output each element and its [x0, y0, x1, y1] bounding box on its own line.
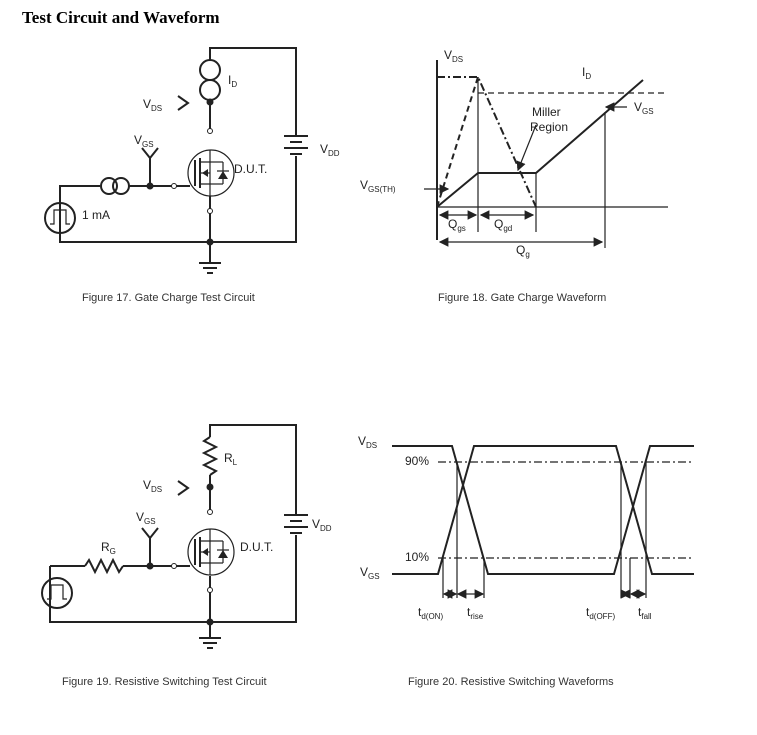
figure-17-gate-charge-circuit: ID VDS VGS VDD D.U.T. 1 mA Figure 17. Ga…	[44, 47, 340, 304]
mosfet-dut-icon	[187, 149, 235, 197]
tdoff-label: td(OFF)	[586, 605, 615, 621]
figure-18-caption: Figure 18. Gate Charge Waveform	[438, 292, 606, 304]
rg-label: RG	[101, 540, 116, 556]
qgs-label: Qgs	[448, 217, 466, 233]
gate-current-source-icon	[100, 177, 130, 195]
vgs-label: VGS	[360, 565, 380, 581]
rl-label: RL	[224, 451, 238, 467]
figure-19-caption: Figure 19. Resistive Switching Test Circ…	[62, 676, 267, 688]
source-current-label: 1 mA	[82, 208, 110, 222]
vds-label: VDS	[143, 478, 162, 494]
page-title: Test Circuit and Waveform	[22, 8, 220, 27]
vgsth-label: VGS(TH)	[360, 178, 396, 194]
vgs-label: VGS	[136, 510, 156, 526]
figure-20-switching-waveforms: VDS VGS 90% 10% td(ON) trise td(OFF) tfa…	[358, 434, 694, 688]
resistor-rl-icon	[201, 436, 219, 476]
vdd-label: VDD	[320, 142, 340, 158]
pulse-generator-icon	[41, 577, 73, 609]
qgd-label: Qgd	[494, 217, 512, 233]
miller-label-1: Miller	[532, 105, 561, 119]
vgs-label: VGS	[634, 100, 654, 116]
figure-17-caption: Figure 17. Gate Charge Test Circuit	[82, 292, 255, 304]
vdd-label: VDD	[312, 517, 332, 533]
resistor-rg-icon	[84, 557, 124, 575]
tfall-label: tfall	[638, 605, 652, 621]
battery-icon	[284, 135, 308, 155]
dut-label: D.U.T.	[234, 162, 267, 176]
battery-icon	[284, 514, 308, 534]
dut-label: D.U.T.	[240, 540, 273, 554]
vgs-label: VGS	[134, 133, 154, 149]
mosfet-dut-icon	[187, 528, 235, 576]
vds-label: VDS	[358, 434, 377, 450]
figure-18-gate-charge-waveform: VDS ID VGS Miller Region VGS(TH) Qgs Qgd…	[360, 48, 668, 304]
id-label: ID	[228, 73, 237, 89]
trise-label: trise	[467, 605, 484, 621]
current-source-icon	[199, 59, 221, 101]
figure-19-switching-circuit: RL VDS VGS RG VDD D.U.T. Figure 19. Resi…	[41, 424, 332, 688]
level-90-label: 90%	[405, 454, 429, 468]
ground-icon	[199, 262, 221, 274]
miller-label-2: Region	[530, 120, 568, 134]
tdon-label: td(ON)	[418, 605, 443, 621]
vds-label: VDS	[444, 48, 463, 64]
figure-20-caption: Figure 20. Resistive Switching Waveforms	[408, 676, 614, 688]
pulse-generator-icon	[44, 202, 76, 234]
level-10-label: 10%	[405, 550, 429, 564]
qg-label: Qg	[516, 243, 530, 259]
vds-label: VDS	[143, 97, 162, 113]
ground-icon	[199, 637, 221, 649]
id-label: ID	[582, 65, 591, 81]
